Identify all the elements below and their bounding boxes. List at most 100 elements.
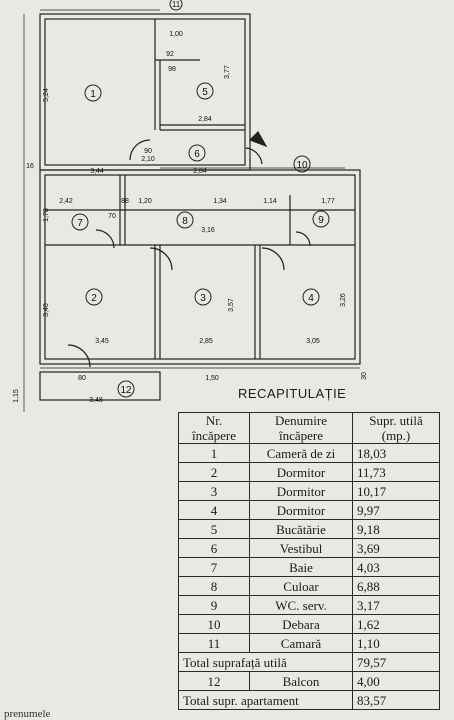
dim-1-14: 1,14 [263, 198, 277, 205]
dim-1-78: 1,78 [43, 208, 50, 222]
dim-door-150: 1,50 [205, 375, 219, 382]
cell-name: Culoar [249, 576, 353, 596]
room-label-12: 12 [120, 385, 132, 396]
header-area-1: Supr. utilă [352, 412, 440, 428]
dim-3-48: 3,48 [89, 397, 103, 404]
room-circle-12 [117, 380, 135, 398]
dim-16: 16 [26, 163, 34, 170]
room-label-5: 5 [202, 87, 208, 98]
total-useful-area: 79,57 [352, 652, 440, 672]
dim-1-20: 1,20 [138, 198, 152, 205]
cell-area: 1,10 [352, 633, 440, 653]
room-label-8: 8 [182, 216, 188, 227]
cell-name: Bucătărie [249, 519, 353, 539]
dim-90: 90 [144, 148, 152, 155]
room-label-9: 9 [318, 215, 324, 226]
cell-area: 18,03 [352, 443, 440, 463]
cell-nr: 4 [178, 500, 250, 520]
door-arc-entry [245, 147, 263, 165]
dim-door-80: 80 [78, 375, 86, 382]
header-nr-1: Nr. [178, 412, 250, 428]
cell-nr: 11 [178, 633, 250, 653]
door-arc-9 [295, 231, 311, 247]
wall-upper-left [39, 13, 251, 171]
dim-2-84-top: 2,84 [198, 116, 212, 123]
footer-text: prenumele [4, 708, 51, 720]
dim-1-34: 1,34 [213, 198, 227, 205]
room-label-3: 3 [200, 293, 206, 304]
room-label-4: 4 [308, 293, 314, 304]
room-label-11: 11 [172, 0, 181, 9]
dim-3-77: 3,77 [224, 65, 231, 79]
room-label-2: 2 [91, 293, 97, 304]
room-circle-3 [194, 288, 212, 306]
dim-92: 92 [166, 51, 174, 58]
door-arc-balcony [67, 344, 91, 368]
cell-nr: 8 [178, 576, 250, 596]
header-nr-2: încăpere [178, 428, 250, 444]
room-circle-4 [302, 288, 320, 306]
cell-area: 3,17 [352, 595, 440, 615]
recap-table: Nr. Denumire Supr. utilă încăpere încăpe… [178, 412, 440, 710]
cell-area: 4,03 [352, 557, 440, 577]
cell-nr: 6 [178, 538, 250, 558]
door-arc-3 [149, 247, 173, 271]
entrance-arrow-icon [248, 131, 268, 148]
cell-area: 11,73 [352, 462, 440, 482]
table-header-row-2: încăpere încăpere (mp.) [178, 428, 440, 444]
wall-upper-left-inner [44, 18, 246, 166]
room-circle-5 [196, 82, 214, 100]
table-header-row: Nr. Denumire Supr. utilă [178, 412, 440, 428]
room-circle-11 [169, 0, 183, 11]
dim-3-57: 3,57 [228, 298, 235, 312]
cell-area: 1,62 [352, 614, 440, 634]
room-circle-9 [312, 210, 330, 228]
cell-nr: 9 [178, 595, 250, 615]
room-label-10: 10 [296, 160, 308, 171]
dim-3-26: 3,26 [340, 293, 347, 307]
dim-98: 98 [168, 66, 176, 73]
dim-2-42: 2,42 [59, 198, 73, 205]
room-label-7: 7 [77, 218, 83, 229]
cell-nr: 10 [178, 614, 250, 634]
dim-30: 30 [361, 372, 368, 380]
cell-nr: 1 [178, 443, 250, 463]
room-label-1: 1 [90, 89, 96, 100]
recap-title: RECAPITULAȚIE [238, 386, 347, 401]
cell-name: Cameră de zi [249, 443, 353, 463]
dim-door-70: 70 [108, 213, 116, 220]
cell-nr: 7 [178, 557, 250, 577]
dim-3-45: 3,45 [95, 338, 109, 345]
cell-area: 10,17 [352, 481, 440, 501]
cell-area: 3,69 [352, 538, 440, 558]
header-name-2: încăpere [249, 428, 353, 444]
balcony-area: 4,00 [352, 671, 440, 691]
door-arc-4 [261, 247, 285, 271]
total-useful-label: Total suprafață utilă [178, 652, 353, 672]
dim-3-40: 3,40 [43, 303, 50, 317]
dim-2-85: 2,85 [199, 338, 213, 345]
cell-name: Dormitor [249, 481, 353, 501]
header-area-2: (mp.) [352, 428, 440, 444]
dim-3-05: 3,05 [306, 338, 320, 345]
wall-lower-inner [44, 174, 356, 360]
total-apartment-area: 83,57 [352, 690, 440, 710]
door-arc-6 [129, 139, 151, 161]
room-circle-7 [71, 213, 89, 231]
total-apartment-label: Total supr. apartament [178, 690, 353, 710]
cell-area: 9,97 [352, 500, 440, 520]
cell-nr: 2 [178, 462, 250, 482]
dim-3-16: 3,16 [201, 227, 215, 234]
header-name-1: Denumire [249, 412, 353, 428]
